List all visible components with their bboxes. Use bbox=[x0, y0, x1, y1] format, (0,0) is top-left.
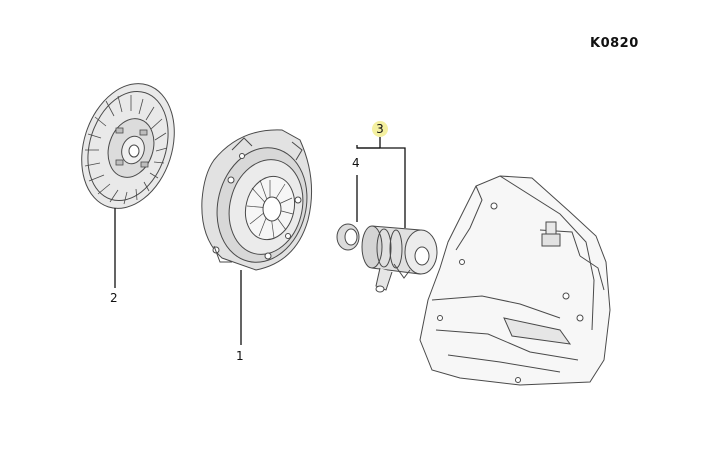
seal-ring[interactable] bbox=[336, 223, 360, 251]
release-bearing[interactable] bbox=[361, 225, 438, 293]
diagram-code: K0820 bbox=[590, 36, 639, 51]
clutch-disc[interactable] bbox=[66, 72, 189, 221]
callout-1[interactable]: 1 bbox=[236, 349, 244, 363]
callout-4[interactable]: 4 bbox=[352, 156, 360, 170]
leader-bracket-3 bbox=[356, 145, 406, 228]
pressure-plate[interactable] bbox=[201, 129, 319, 272]
gearbox-housing bbox=[419, 175, 611, 386]
callout-3-highlighted[interactable]: 3 bbox=[372, 121, 388, 137]
callout-2[interactable]: 2 bbox=[110, 291, 118, 305]
leader-lines bbox=[114, 137, 406, 345]
